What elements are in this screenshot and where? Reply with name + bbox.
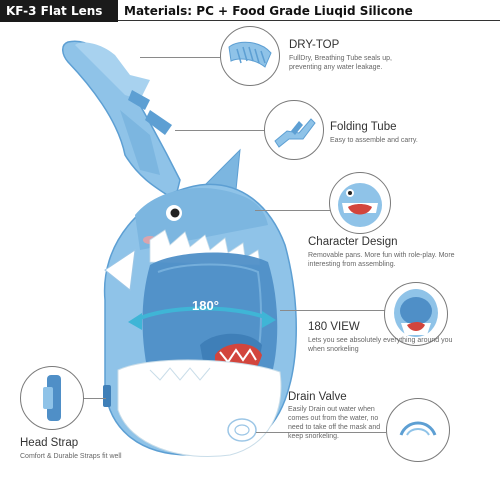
dry-top-valve-icon — [228, 41, 272, 68]
detail-circle-180-view — [384, 282, 448, 346]
feature-title-dry-top: DRY-TOP — [289, 39, 340, 51]
feature-desc-180-view: Lets you see absolutely everything aroun… — [308, 337, 453, 353]
folding-tube-icon — [274, 118, 316, 148]
detail-circle-drain-valve — [386, 398, 450, 462]
leader-folding-tube — [175, 130, 265, 131]
feature-desc-folding-tube: Easy to assemble and carry. — [330, 137, 418, 144]
feature-desc-drain-valve: Easily Drain out water when comes out fr… — [288, 406, 381, 440]
drain-valve-icon — [399, 421, 437, 436]
feature-title-character-design: Character Design — [308, 236, 398, 248]
leader-180-view — [280, 310, 385, 311]
feature-desc-dry-top: FullDry, Breathing Tube seals up, preven… — [289, 55, 392, 71]
detail-circle-head-strap — [20, 366, 84, 430]
detail-circle-character-design — [329, 172, 391, 234]
feature-desc-head-strap: Comfort & Durable Straps fit well — [20, 453, 122, 460]
breathing-tube — [62, 40, 181, 202]
leader-character-design — [255, 210, 330, 211]
head-strap-icon — [43, 375, 61, 421]
leader-dry-top — [140, 57, 220, 58]
header-bar: KF-3 Flat Lens Materials: PC + Food Grad… — [0, 0, 500, 22]
detail-circle-dry-top — [220, 26, 280, 86]
model-tag: KF-3 Flat Lens — [0, 0, 118, 22]
feature-title-180-view: 180 VIEW — [308, 321, 360, 333]
mask-front-icon — [394, 289, 438, 337]
feature-title-drain-valve: Drain Valve — [288, 391, 347, 403]
feature-title-head-strap: Head Strap — [20, 437, 79, 449]
mask-body — [103, 183, 297, 458]
leader-head-strap — [80, 398, 106, 399]
feature-desc-character-design: Removable pans. More fun with role-play.… — [308, 252, 455, 268]
materials-label: Materials: PC + Food Grade Liuqid Silico… — [124, 4, 413, 18]
header-divider — [118, 20, 500, 21]
shark-mask-icon — [338, 183, 382, 227]
feature-title-folding-tube: Folding Tube — [330, 121, 397, 133]
view-angle-arrow — [128, 306, 276, 330]
detail-circle-folding-tube — [264, 100, 324, 160]
view-angle-label: 180° — [192, 298, 219, 313]
leader-drain-valve — [256, 432, 386, 433]
